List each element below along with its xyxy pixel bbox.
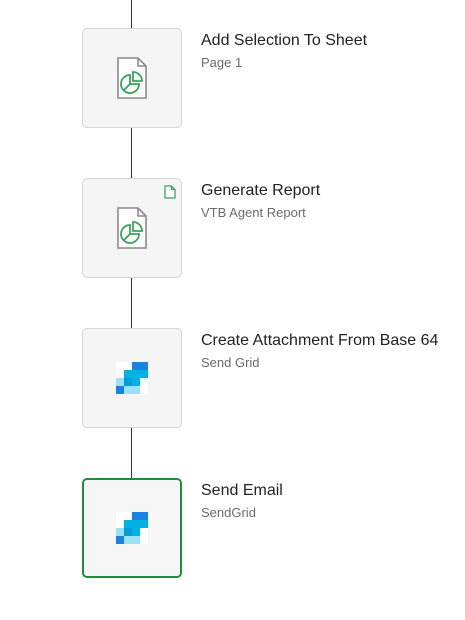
step-node-send-email[interactable] <box>82 478 182 578</box>
step-label: Create Attachment From Base 64 Send Grid <box>201 331 438 371</box>
document-icon <box>164 185 176 199</box>
step-subtitle: VTB Agent Report <box>201 205 306 220</box>
step-subtitle: SendGrid <box>201 505 256 520</box>
step-title: Send Email <box>201 482 283 499</box>
connector-line <box>131 128 132 178</box>
step-label: Generate Report VTB Agent Report <box>201 181 320 221</box>
sendgrid-logo-icon <box>116 362 148 394</box>
connector-line <box>131 0 132 28</box>
step-node-add-selection-to-sheet[interactable] <box>82 28 182 128</box>
step-label: Send Email SendGrid <box>201 481 283 521</box>
report-pie-chart-icon <box>117 57 147 99</box>
step-label: Add Selection To Sheet Page 1 <box>201 31 367 71</box>
connector-line <box>131 428 132 478</box>
step-title: Create Attachment From Base 64 <box>201 332 439 349</box>
connector-line <box>131 278 132 328</box>
sendgrid-logo-icon <box>116 512 148 544</box>
step-title: Add Selection To Sheet <box>201 32 368 49</box>
report-pie-chart-icon <box>117 207 147 249</box>
step-subtitle: Send Grid <box>201 355 260 370</box>
step-subtitle: Page 1 <box>201 55 243 70</box>
step-title: Generate Report <box>201 182 321 199</box>
step-node-create-attachment-from-base-64[interactable] <box>82 328 182 428</box>
step-node-generate-report[interactable] <box>82 178 182 278</box>
